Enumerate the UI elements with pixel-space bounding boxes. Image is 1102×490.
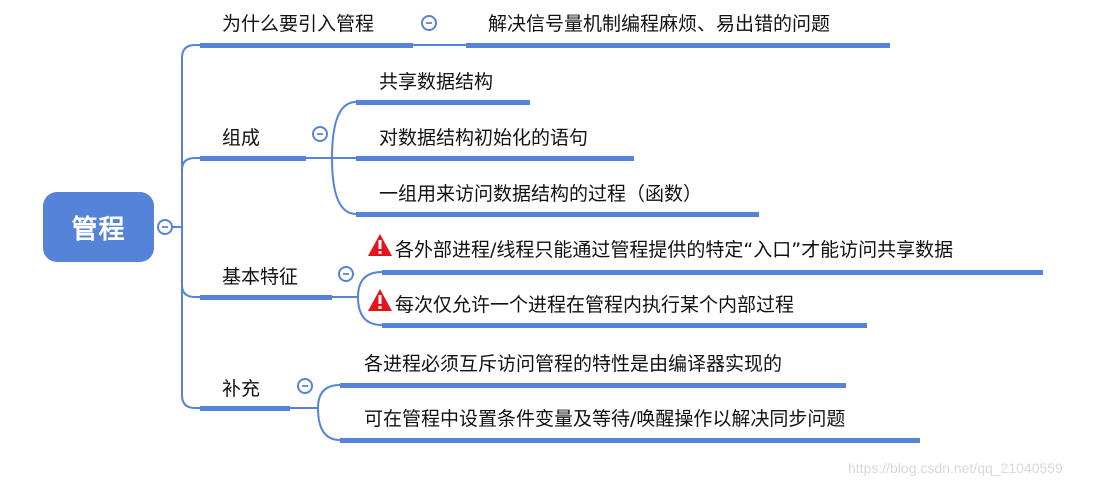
branch-why-monitor[interactable]: 为什么要引入管程 <box>222 13 375 35</box>
branch-supplement[interactable]: 补充 <box>222 378 261 400</box>
node-underline <box>356 156 634 161</box>
branch-underline <box>200 295 332 300</box>
root-node[interactable]: 管程 <box>43 192 154 262</box>
collapse-toggle-branch-1[interactable] <box>421 15 437 31</box>
branch-underline <box>200 156 306 161</box>
node-underline <box>466 43 890 48</box>
node-one-process-at-a-time[interactable]: 每次仅允许一个进程在管程内执行某个内部过程 <box>395 294 795 316</box>
collapse-toggle-root[interactable] <box>157 219 173 235</box>
branch-composition[interactable]: 组成 <box>222 127 261 149</box>
node-compiler-mutex[interactable]: 各进程必须互斥访问管程的特性是由编译器实现的 <box>364 353 783 375</box>
warning-icon <box>368 234 392 256</box>
node-access-procedures[interactable]: 一组用来访问数据结构的过程（函数） <box>379 183 703 205</box>
node-underline <box>382 270 1043 275</box>
root-label: 管程 <box>71 214 126 245</box>
node-underline <box>340 438 920 443</box>
node-condition-variables[interactable]: 可在管程中设置条件变量及等待/唤醒操作以解决同步问题 <box>364 408 846 430</box>
node-why-answer[interactable]: 解决信号量机制编程麻烦、易出错的问题 <box>488 13 831 35</box>
branch-underline <box>200 406 290 411</box>
node-shared-data[interactable]: 共享数据结构 <box>379 71 494 93</box>
node-underline <box>340 383 846 388</box>
warning-icon <box>368 289 392 311</box>
node-underline <box>356 100 530 105</box>
collapse-toggle-branch-3[interactable] <box>338 266 354 282</box>
node-init-statements[interactable]: 对数据结构初始化的语句 <box>379 127 589 149</box>
branch-basic-features[interactable]: 基本特征 <box>222 266 299 288</box>
watermark: https://blog.csdn.net/qq_21040559 <box>848 460 1063 476</box>
node-underline <box>382 323 867 328</box>
node-entry-only-access[interactable]: 各外部进程/线程只能通过管程提供的特定“入口”才能访问共享数据 <box>395 239 954 261</box>
collapse-toggle-branch-2[interactable] <box>312 126 328 142</box>
branch-underline <box>200 43 413 48</box>
collapse-toggle-branch-4[interactable] <box>297 378 313 394</box>
node-underline <box>356 212 759 217</box>
